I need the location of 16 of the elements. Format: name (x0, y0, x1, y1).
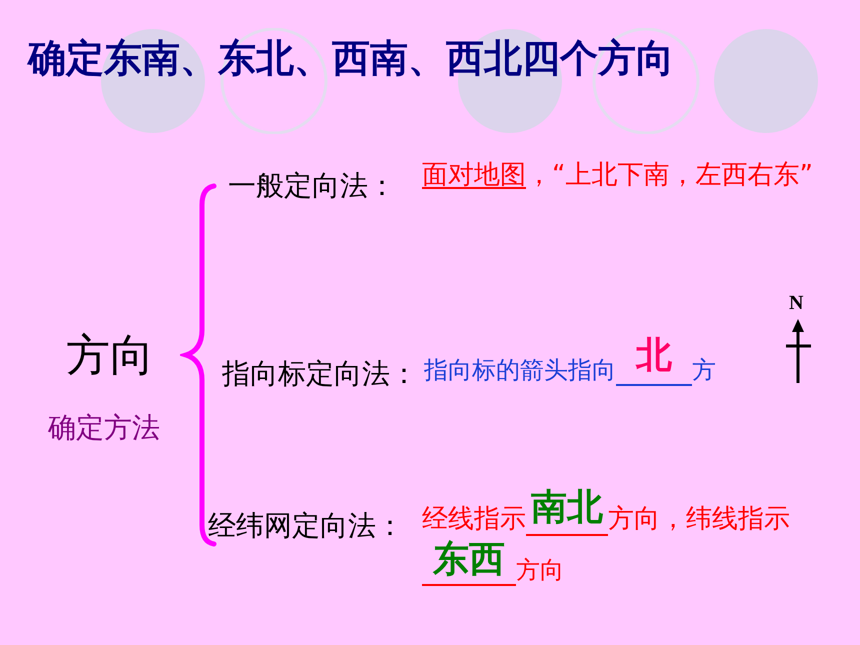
method-heading: 经纬网定向法： (208, 508, 404, 544)
description-text: 方向 (516, 555, 564, 586)
north-label: N (789, 292, 804, 314)
title: 确定东南、东北、西南、西北四个方向 (28, 35, 675, 82)
answer-blank: 东西 (422, 538, 516, 586)
description-text: 方向，纬线指示 (608, 503, 790, 536)
description-text: 经线指示 (422, 503, 526, 536)
method-description: 面对地图，“上北下南，左西右东” (422, 159, 814, 192)
description-text: 方 (692, 355, 716, 386)
topic-text: 方向 (66, 330, 154, 382)
description-text: 指向标的箭头指向 (424, 355, 616, 386)
subtopic-text: 确定方法 (48, 410, 160, 446)
method-heading: 一般定向法： (228, 168, 396, 204)
answer-blank: 北 (616, 336, 692, 386)
method-heading: 指向标定向法： (222, 356, 418, 392)
answer-blank: 南北 (526, 486, 608, 536)
